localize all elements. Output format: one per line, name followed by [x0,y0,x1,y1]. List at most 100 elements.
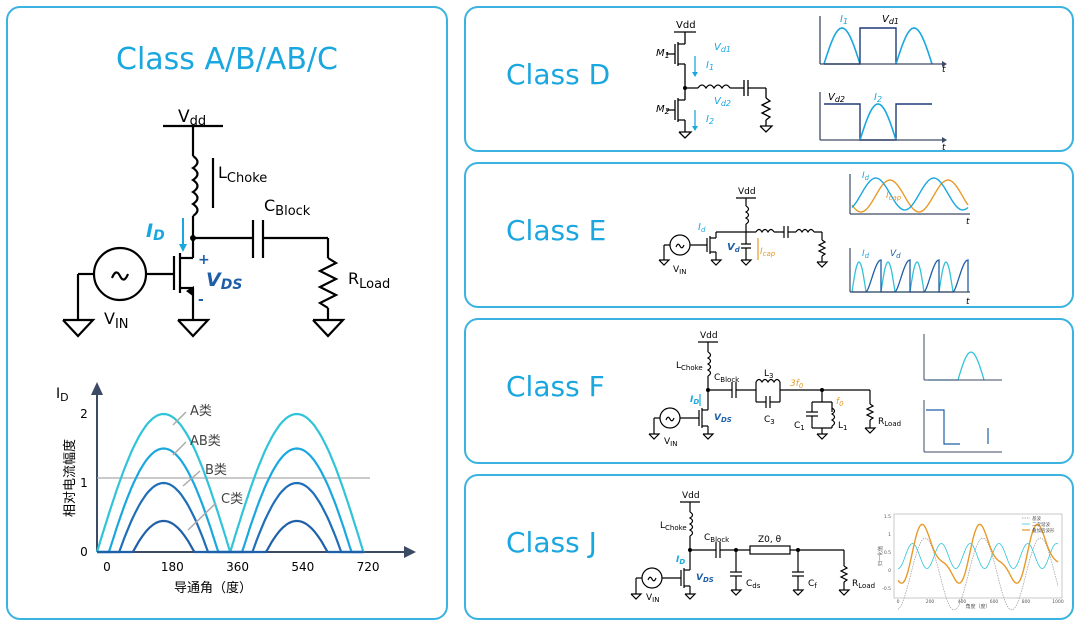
j-tline: Z0, θ [758,535,782,545]
class-f-diagram: Vdd LChoke CBlock L3 3f0 C3 f0 C1 L1 RLo… [648,331,1002,453]
j-cf: Cf [808,579,817,590]
vdd-label: Vdd [178,107,206,129]
curve-class-c [97,519,231,554]
j-legend: 基波 二次谐波 叠加后波形 [1022,515,1055,534]
x-tick: 540 [291,560,314,574]
d-m1: M1 [656,48,670,60]
d-wave-i1-arc-2 [895,27,933,65]
j-combined [897,523,1059,584]
e-vd: Vd [727,242,741,254]
class-e-diagram: Vdd Id Vd Icap VIN t t Id Icap Id Vd [658,171,970,307]
f-wave-current [957,351,985,381]
d-vd1: Vd1 [714,42,731,54]
vin-label: VIN [104,309,129,332]
d-vdd: Vdd [676,20,696,31]
e-t1: t [966,217,970,227]
e-t2: t [966,297,970,307]
e-wave-icap: Icap [886,191,902,202]
label-class-a: A类 [190,404,212,419]
y-tick: 0 [80,545,88,559]
panel-class-abc: Class A/B/AB/C [6,6,448,620]
e-wave-icap-curve [851,179,969,213]
curve-class-b [230,481,364,554]
d-wave-i1: I1 [840,14,848,26]
d-t1: t [942,65,946,75]
curve-class-a [229,412,365,553]
d-m2: M2 [656,104,670,116]
graph-x-title: 导通角（度） [174,580,252,596]
d-wave-vd2: Vd2 [828,92,845,104]
panel-class-f: Class F [464,318,1074,464]
j-x-tick: 1000 [1052,599,1064,605]
rload-label: RLoad [348,269,390,292]
e-wave-vd-curve [851,261,954,293]
x-tick: 720 [357,560,380,574]
class-f-title: Class F [506,370,605,403]
class-j-title: Class J [506,526,597,559]
curve-class-a [95,412,232,553]
panel-class-d: Class D Vdd [464,6,1074,152]
e-wave-id: Id [862,171,870,182]
j-x-tick: 0 [897,599,900,605]
d-wave-i2-arc [859,103,897,141]
j-block: CBlock [704,533,730,544]
j-rload: RLoad [852,579,875,590]
label-class-c: C类 [221,492,243,507]
j-y-tick: -0.5 [882,586,891,592]
minus-sign: - [198,292,204,308]
svg-text:基波: 基波 [1032,515,1041,522]
j-id: ID [676,555,685,566]
j-y-title: 归一化值 [877,546,884,566]
f-id: ID [690,395,699,406]
panel-title: Class A/B/AB/C [116,42,338,77]
e-id: Id [698,222,706,234]
label-class-ab: AB类 [190,434,221,449]
f-wave-voltage [926,409,960,445]
class-j-diagram: Vdd LChoke CBlock Z0, θ Cds Cf RLoad ID … [630,491,1064,611]
f-3f0: 3f0 [790,379,804,390]
j-vin: VIN [646,593,659,604]
f-vin: VIN [664,437,677,448]
curve-class-c [230,519,364,554]
j-x-tick: 800 [1022,599,1031,605]
panel-class-e: Class E [464,162,1074,308]
f-vds: VDS [714,413,732,424]
x-tick: 180 [161,560,184,574]
block-label: CBlock [264,196,311,219]
d-t2: t [942,143,946,152]
j-y-tick: 1.5 [884,514,891,520]
e-icap: Icap [760,247,776,258]
j-x-title: 角度（度） [965,603,990,610]
choke-label: LChoke [218,163,267,186]
d-i1: I1 [706,60,714,72]
curve-class-ab [230,447,364,554]
f-choke: LChoke [676,361,703,372]
j-y-tick: 0 [888,568,891,574]
f-f0: f0 [836,397,844,408]
label-class-b: B类 [205,463,227,478]
y-tick: 1 [80,476,88,490]
d-vd2: Vd2 [714,96,731,108]
id-label: ID [146,220,165,244]
svg-text:叠加后波形: 叠加后波形 [1032,527,1055,534]
f-block: CBlock [714,373,740,384]
e-wave-id2: Id [862,249,870,260]
graph-y-title: 相对电流幅度 [62,439,78,517]
j-second-harmonic [897,542,1059,570]
j-x-tick: 400 [958,599,967,605]
class-e-title: Class E [506,214,607,247]
j-fundamental [897,537,1059,611]
e-vin: VIN [673,265,686,276]
d-wave-i1-arc [823,27,861,65]
j-y-tick: 1 [888,532,891,538]
abc-circuit-diagram: Vdd LChoke CBlock ID + VDS - VIN RLoad [62,107,390,338]
j-y-tick: 0.5 [884,550,891,556]
vds-label: VDS [206,269,242,293]
e-wave-vd: Vd [890,249,901,260]
e-vdd: Vdd [738,187,756,197]
f-c3: C3 [764,415,775,426]
graph-y-label: ID [56,386,69,404]
d-wave-square-2 [824,103,932,141]
f-vdd: Vdd [700,331,718,341]
